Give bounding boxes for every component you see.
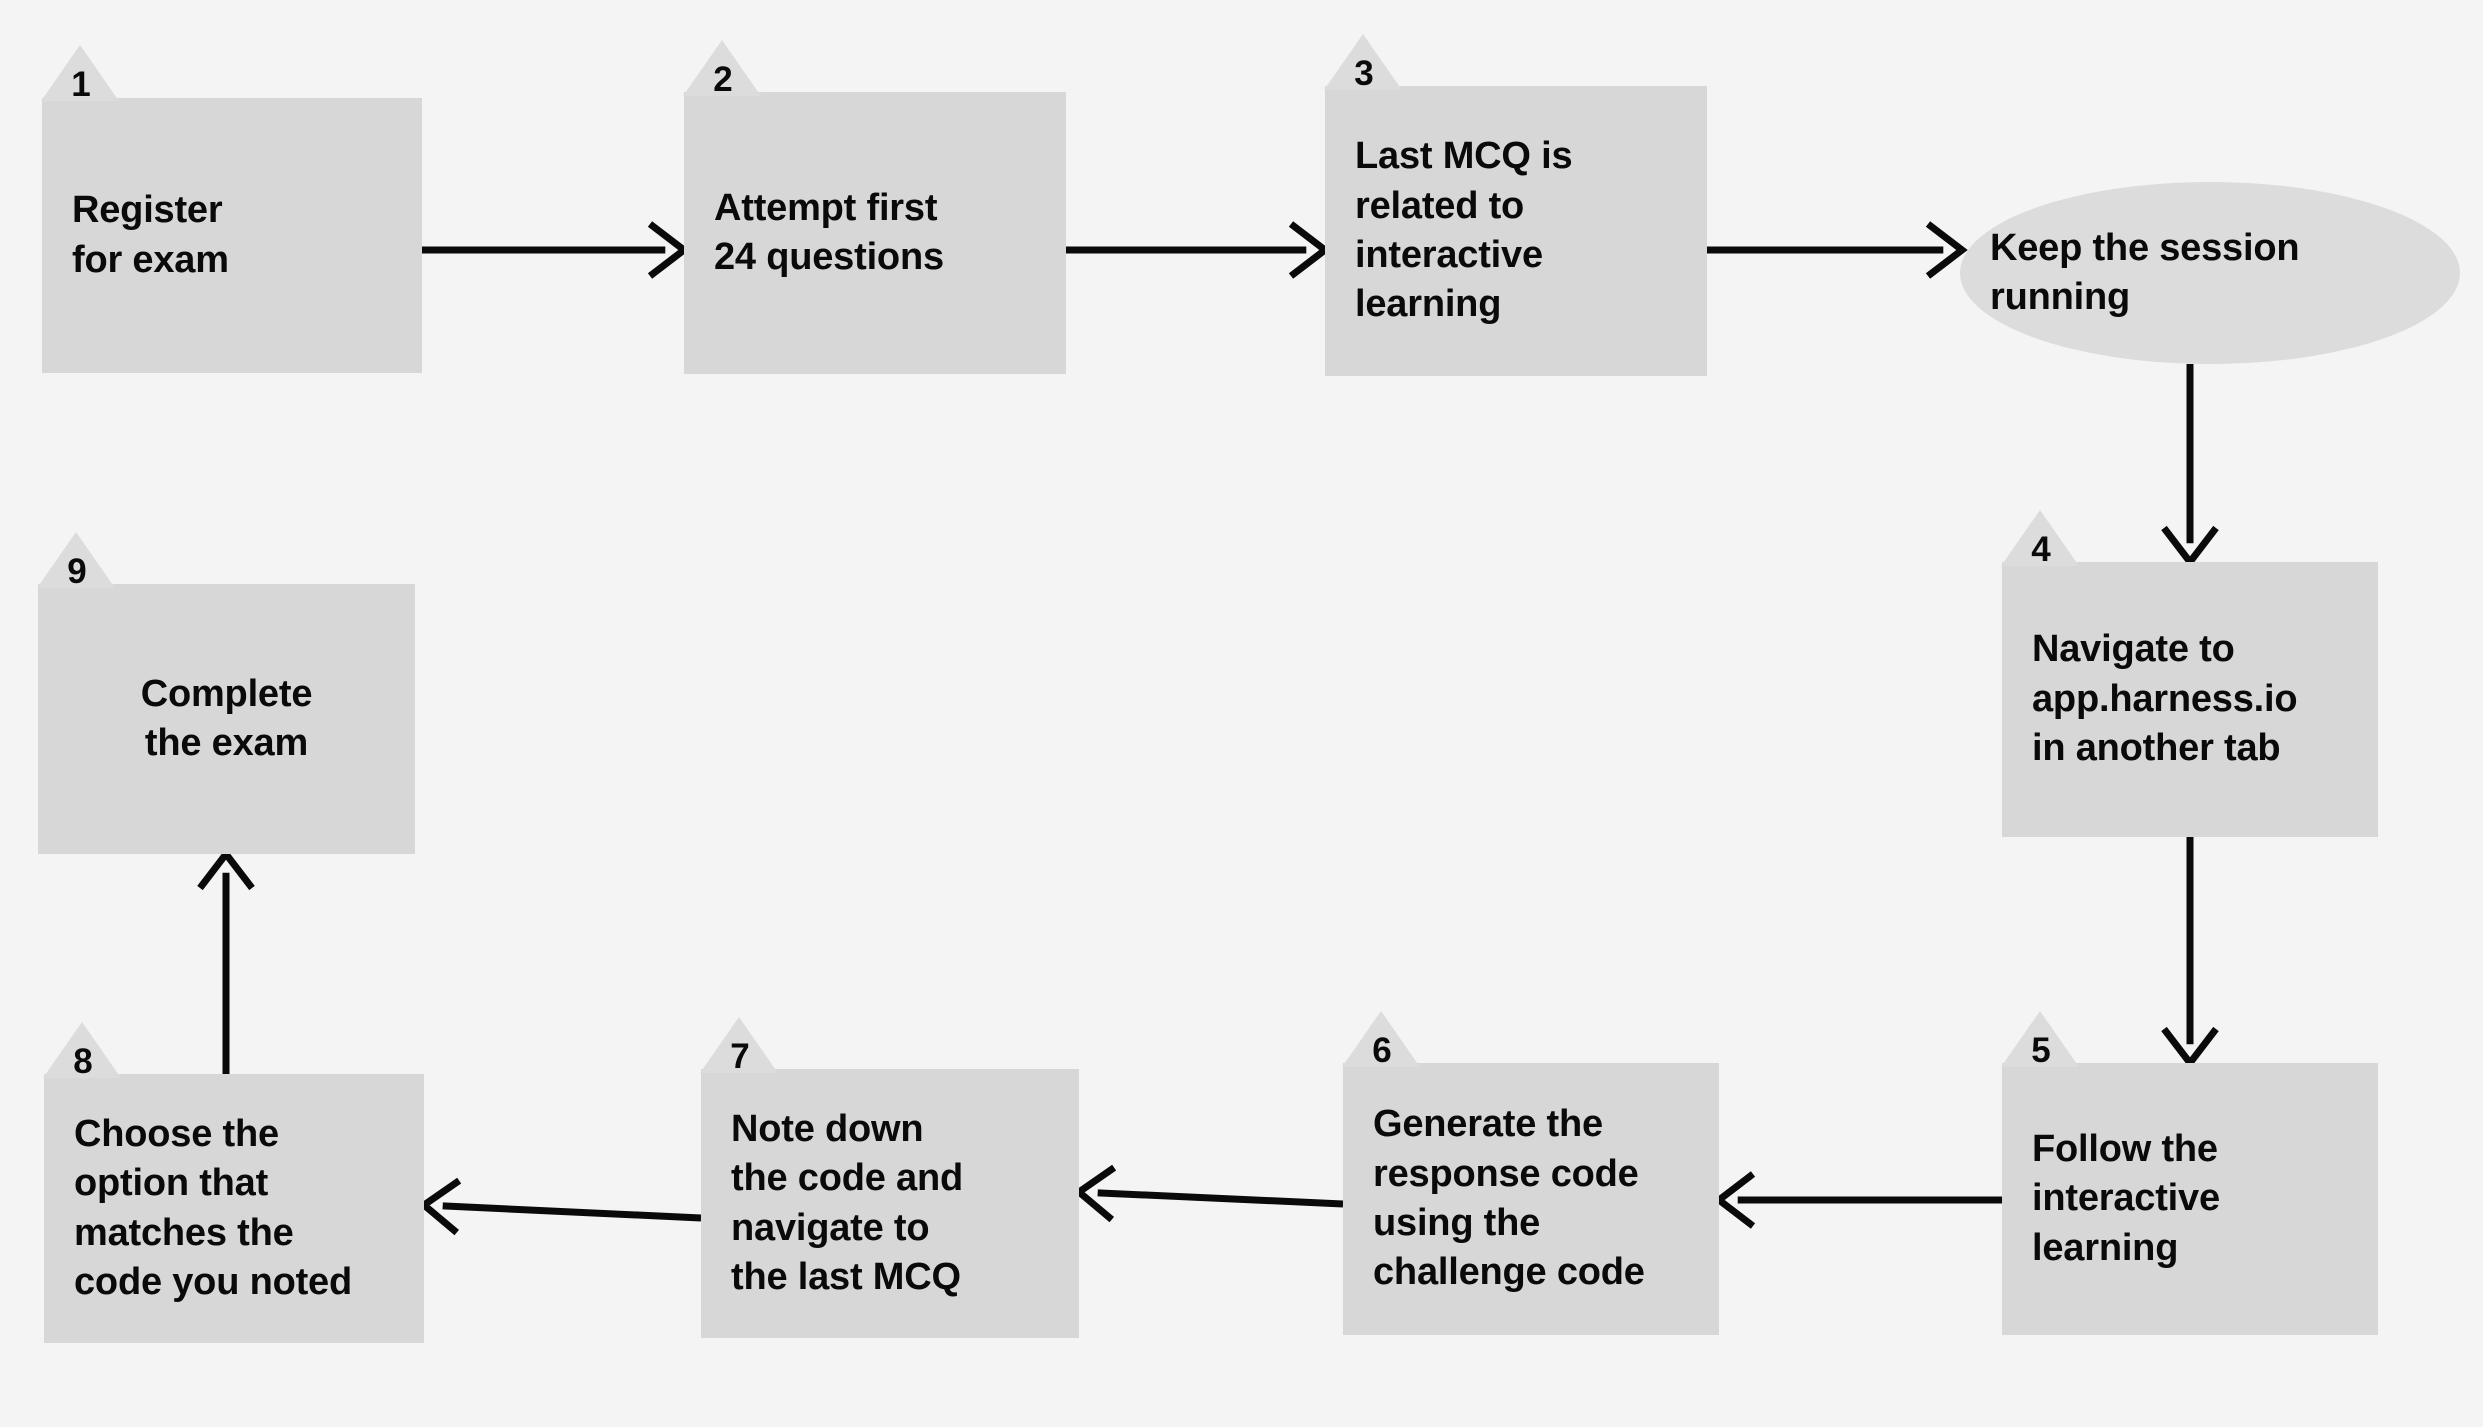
flow-edge-e8 [418,1177,702,1236]
flow-node-label: Last MCQ is related to interactive learn… [1355,135,1573,326]
step-number: 2 [713,60,733,99]
flow-node-label: Note down the code and navigate to the l… [731,1107,963,1298]
step-number: 7 [730,1037,750,1076]
flow-node-label: Navigate to app.harness.io in another ta… [2032,628,2298,770]
flow-node-n8[interactable]: Note down the code and navigate to the l… [701,1069,1079,1338]
edge-arrowhead [1073,1164,1117,1223]
step-number: 5 [2031,1031,2051,1070]
step-number-badge: 2 [683,40,761,99]
flow-edge-e6 [1713,1171,2002,1229]
edge-arrowhead [197,848,255,891]
step-number-badge: 7 [700,1017,778,1076]
flow-node-label: Choose the option that matches the code … [74,1112,352,1303]
step-number-badge: 8 [43,1022,121,1081]
flow-node-label: Generate the response code using the cha… [1373,1103,1645,1294]
flow-node-label: Follow the interactive learning [2032,1127,2220,1269]
step-number: 6 [1372,1031,1392,1070]
edge-arrowhead [2161,1026,2219,1069]
edge-arrowhead [1925,221,1968,279]
flow-edge-e2 [1066,221,1331,279]
flow-node-n6[interactable]: Follow the interactive learning [2002,1063,2378,1335]
edge-shaft [1097,1189,1344,1208]
step-number: 4 [2031,530,2051,569]
flow-node-n4[interactable]: Keep the session running [1960,182,2460,364]
step-number: 8 [73,1042,93,1081]
edge-shaft [442,1202,702,1222]
flow-node-n10[interactable]: Complete the exam [38,584,415,854]
flow-node-n2[interactable]: Attempt first 24 questions [684,92,1066,374]
edge-arrowhead [2161,525,2219,568]
flow-node-label: Register for exam [72,189,229,281]
flow-node-n5[interactable]: Navigate to app.harness.io in another ta… [2002,562,2378,837]
edge-arrowhead [418,1177,462,1236]
edge-arrowhead [1713,1171,1756,1229]
flow-node-label: Complete the exam [140,672,313,764]
flow-node-label: Keep the session running [1990,226,2300,318]
step-number: 9 [67,552,87,591]
edge-arrowhead [647,221,690,279]
flow-edge-e1 [422,221,690,279]
flow-edge-e5 [2161,837,2219,1069]
step-number-badge: 5 [2001,1011,2079,1070]
step-number-badge: 3 [1324,34,1402,93]
step-number-badge: 6 [1342,1011,1420,1070]
step-number-badge: 1 [41,45,119,104]
step-number: 1 [71,65,91,104]
step-number-badge: 9 [37,532,115,591]
step-number: 3 [1354,54,1374,93]
flow-node-n7[interactable]: Generate the response code using the cha… [1343,1063,1719,1335]
flow-node-n9[interactable]: Choose the option that matches the code … [44,1074,424,1343]
flow-edge-e7 [1073,1164,1344,1223]
flow-edge-e4 [2161,364,2219,568]
edge-arrowhead [1288,221,1331,279]
flow-node-n3[interactable]: Last MCQ is related to interactive learn… [1325,86,1707,376]
flow-node-n1[interactable]: Register for exam [42,98,422,373]
flow-edge-e9 [197,848,255,1074]
flow-node-label: Attempt first 24 questions [714,186,944,278]
flow-edge-e3 [1707,221,1968,279]
step-number-badge: 4 [2001,510,2079,569]
